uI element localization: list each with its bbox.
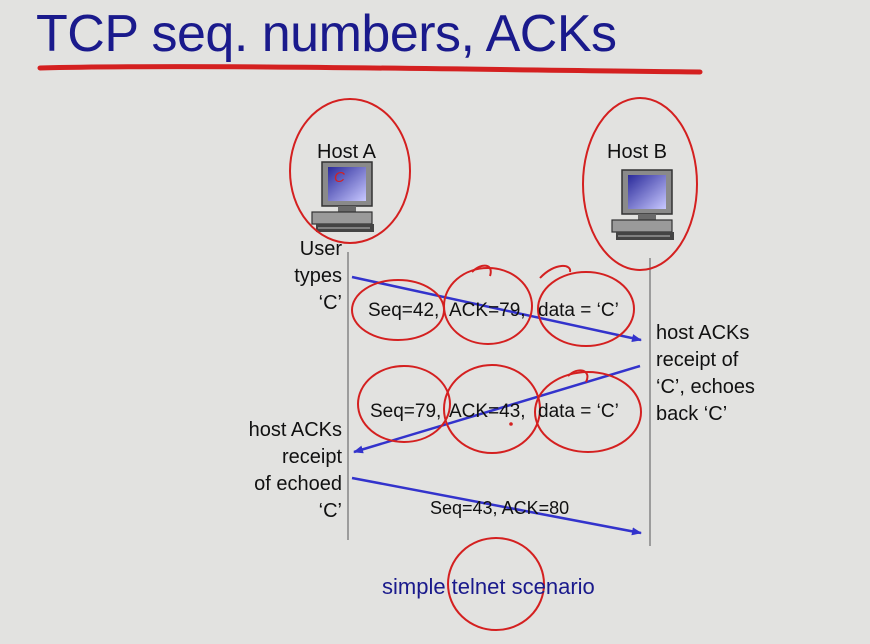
title-underline: [37, 64, 703, 75]
telnet-circle: [447, 537, 545, 631]
user-types-line: User: [299, 238, 342, 260]
user-types-line: types: [294, 265, 342, 287]
host-b-note-line: host ACKs: [656, 322, 750, 344]
msg1-arrow: [351, 275, 642, 342]
red-annotations: [289, 97, 698, 631]
host-b-circle: [582, 97, 698, 271]
host-b-note: host ACKs receipt of ‘C’, echoes back ‘C…: [656, 320, 755, 428]
msg1-ack: ACK=79,: [449, 300, 526, 321]
host-a-label: Host A: [317, 141, 376, 163]
data1-circle: [537, 271, 635, 347]
user-types-line: ‘C’: [318, 292, 342, 314]
host-a-computer-icon: C: [311, 161, 374, 232]
seq79-circle: [357, 365, 451, 443]
user-types-label: User types ‘C’: [262, 236, 342, 317]
ack43-circle: [443, 364, 541, 454]
msg1-data: data = ‘C’: [538, 300, 619, 321]
host-a-note-line: host ACKs: [248, 419, 342, 441]
slide-title: TCP seq. numbers, ACKs: [36, 5, 617, 63]
host-a-circle: [289, 98, 411, 244]
host-b-label: Host B: [607, 141, 668, 163]
host-b-note-line: back ‘C’: [656, 403, 728, 425]
host-a-note-line: ‘C’: [318, 500, 342, 522]
data1-circle-tail: [539, 265, 572, 279]
data2-circle-tail: [567, 369, 589, 383]
data2-circle: [534, 371, 642, 453]
ack43-dot: [509, 422, 513, 426]
msg3-arrow: [351, 476, 642, 536]
msg1-seq: Seq=42,: [368, 300, 440, 321]
host-a-note-line: of echoed: [254, 473, 342, 495]
msg3-label: Seq=43, ACK=80: [430, 498, 570, 518]
host-b-note-line: receipt of: [656, 349, 739, 371]
ack79-circle: [443, 267, 533, 345]
host-b-note-line: ‘C’, echoes: [656, 376, 755, 398]
host-a-note-line: receipt: [281, 446, 342, 468]
msg2-seq: Seq=79,: [370, 401, 442, 422]
msg2-data: data = ‘C’: [538, 401, 619, 422]
ack79-circle-tail: [471, 264, 492, 277]
host-a-note: host ACKs receipt of echoed ‘C’: [222, 417, 342, 525]
msg2-ack: ACK=43,: [449, 401, 526, 422]
scenario-caption: simple telnet scenario: [382, 574, 595, 599]
host-b-computer-icon: [611, 169, 674, 240]
msg2-arrow: [353, 364, 641, 454]
host-a-screen-char: C: [334, 169, 345, 186]
